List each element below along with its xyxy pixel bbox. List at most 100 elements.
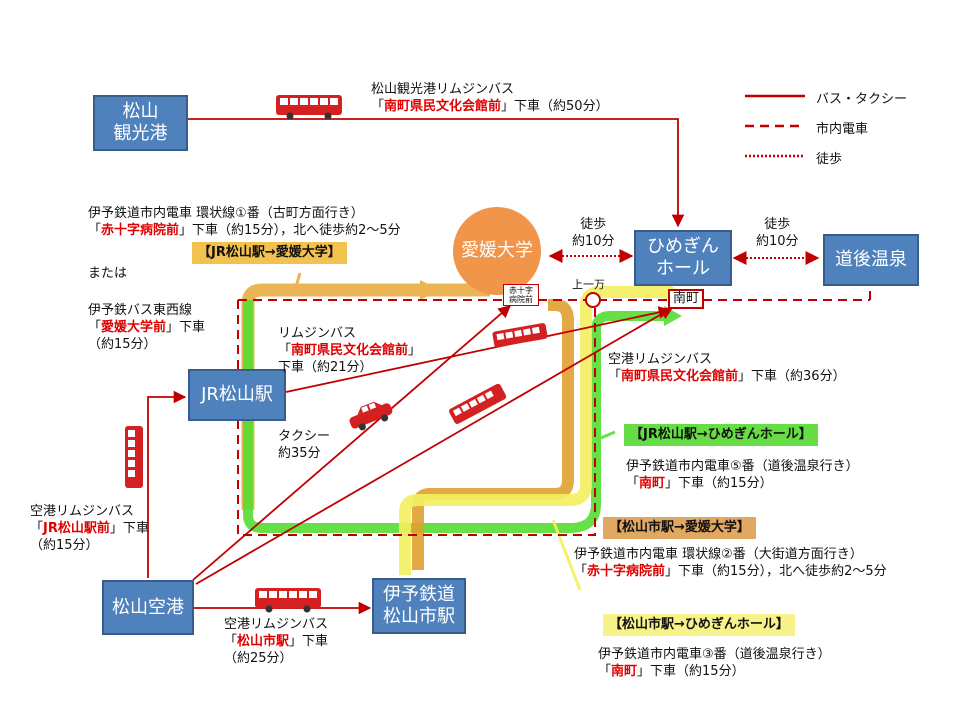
iyo-tram-hall-text: 伊予鉄道市内電車③番（道後温泉行き） 「南町」下車（約15分）: [598, 646, 831, 680]
tram-loop-dashed: [237, 286, 871, 536]
stop-name: 南町: [639, 476, 666, 491]
tag-jr-to-univ: 【JR松山駅→愛媛大学】: [192, 242, 347, 264]
route-detail: 」下車（約36分）: [738, 369, 846, 384]
bus-icon: [492, 323, 548, 348]
jr-tram-hall-line1: 伊予鉄道市内電車⑤番（道後温泉行き）: [626, 459, 859, 474]
route-jr-minamimachi: [285, 306, 672, 393]
stop-name: 南町: [611, 664, 638, 679]
node-ehime-univ: 愛媛大学: [461, 240, 533, 261]
walk-right-line2: 約10分: [756, 234, 799, 249]
jr-bus-univ-text: 伊予鉄バス東西線 「愛媛大学前」下車 （約15分）: [88, 302, 205, 353]
stop-name: 赤十字病院前: [587, 564, 666, 579]
route-port-bus-text: 松山観光港リムジンバス 「南町県民文化会館前」下車（約50分）: [371, 81, 609, 115]
walk-right-line1: 徒歩: [764, 217, 791, 232]
node-matsuyama-port: 松山 観光港: [93, 95, 188, 151]
node-iyo-matsuyama: 伊予鉄道 松山市駅: [372, 578, 466, 634]
taxi-line2: 約35分: [278, 446, 321, 461]
bus-icon: [255, 588, 321, 613]
airport-to-jr-line2: 「JR松山駅前」下車: [30, 520, 149, 537]
or-text: または: [88, 266, 128, 281]
route-detail: 」下車: [289, 634, 329, 649]
route-airport-minamimachi: [195, 307, 674, 585]
iyo-tram-univ-text: 伊予鉄道市内電車 環状線②番（大街道方面行き） 「赤十字病院前」下車（約15分）…: [574, 546, 887, 580]
bus-icon: [125, 426, 143, 488]
route-port-hall: [188, 118, 685, 228]
node-airport: 松山空港: [102, 580, 194, 635]
airport-to-iyo-line2: 「松山市駅」下車: [224, 633, 328, 650]
jr-bus-univ-line3: （約15分）: [88, 337, 157, 352]
jr-tram-univ-text: 伊予鉄道市内電車 環状線①番（古町方面行き） 「赤十字病院前」下車（約15分），…: [88, 205, 401, 239]
taxi-line1: タクシー: [278, 429, 331, 444]
route-port-bus-line2: 「南町県民文化会館前」下車（約50分）: [371, 98, 609, 115]
bracket-open: 「: [574, 564, 588, 579]
iyo-tram-univ-line1: 伊予鉄道市内電車 環状線②番（大街道方面行き）: [574, 547, 863, 562]
taxi-text: タクシー 約35分: [278, 428, 330, 462]
airport-to-iyo-text: 空港リムジンバス 「松山市駅」下車 （約25分）: [224, 616, 328, 667]
jr-bus-univ-line1: 伊予鉄バス東西線: [88, 303, 193, 318]
node-dogo-onsen: 道後温泉: [823, 234, 919, 286]
legend-tram-label: 市内電車: [816, 122, 869, 137]
route-detail: 」下車（約15分）: [637, 664, 745, 679]
taxi-icon: [349, 401, 393, 431]
bracket-open: 「: [371, 99, 385, 114]
airport-to-hall-text: 空港リムジンバス 「南町県民文化会館前」下車（約36分）: [608, 351, 846, 385]
stop-name: 愛媛大学前: [101, 320, 167, 335]
legend-walk-label: 徒歩: [816, 152, 843, 167]
airport-to-iyo-line1: 空港リムジンバス: [224, 617, 329, 632]
airport-to-jr-line1: 空港リムジンバス: [30, 504, 135, 519]
stop-name: 南町県民文化会館前: [384, 99, 502, 114]
airport-to-hall-line1: 空港リムジンバス: [608, 352, 713, 367]
route-airport-sekijuji: [192, 305, 511, 581]
airport-to-hall-line2: 「南町県民文化会館前」下車（約36分）: [608, 368, 846, 385]
route-detail: 」下車（約50分）: [501, 99, 609, 114]
walk-routes: [548, 249, 820, 265]
iyo-tram-univ-line2: 「赤十字病院前」下車（約15分），北へ徒歩約2～5分: [574, 563, 887, 580]
jr-limousine-line2: 「南町県民文化会館前」: [278, 342, 421, 359]
stop-sekijuji-line2: 病院前: [509, 295, 533, 304]
tag-iyo-to-hall: 【松山市駅→ひめぎんホール】: [603, 614, 795, 636]
node-jr-matsuyama: JR松山駅: [188, 369, 286, 421]
ehime-univ-circle: [453, 207, 541, 295]
stop-sekijuji: 赤十字 病院前: [503, 284, 539, 306]
tag-iyo-to-univ: 【松山市駅→愛媛大学】: [603, 517, 756, 539]
route-airport-jr: [147, 390, 187, 578]
jr-tram-hall-line2: 「南町」下車（約15分）: [626, 475, 859, 492]
route-detail: 」: [408, 343, 422, 358]
iyo-tram-hall-line2: 「南町」下車（約15分）: [598, 663, 831, 680]
walk-left-line2: 約10分: [572, 234, 615, 249]
route-detail: 」下車（約15分）: [665, 476, 773, 491]
stop-kamiichiman: 上一万: [572, 278, 605, 291]
bracket-open: 「: [598, 664, 612, 679]
walk-left-line1: 徒歩: [580, 217, 607, 232]
stop-name: JR松山駅前: [43, 521, 110, 536]
tag-jr-to-hall: 【JR松山駅→ひめぎんホール】: [624, 424, 818, 446]
jr-tram-hall-text: 伊予鉄道市内電車⑤番（道後温泉行き） 「南町」下車（約15分）: [626, 458, 859, 492]
walk-right-text: 徒歩 約10分: [756, 216, 799, 250]
airport-to-iyo-line3: （約25分）: [224, 651, 293, 666]
route-detail: 」下車: [166, 320, 206, 335]
jr-bus-univ-line2: 「愛媛大学前」下車: [88, 319, 205, 336]
node-himegin-hall: ひめぎん ホール: [634, 230, 732, 286]
bracket-open: 「: [608, 369, 622, 384]
jr-tram-univ-line2: 「赤十字病院前」下車（約15分），北へ徒歩約2～5分: [88, 222, 401, 239]
stop-name: 赤十字病院前: [101, 223, 180, 238]
jr-limousine-text: リムジンバス 「南町県民文化会館前」 下車（約21分）: [278, 325, 421, 376]
airport-to-jr-text: 空港リムジンバス 「JR松山駅前」下車 （約15分）: [30, 503, 149, 554]
bracket-open: 「: [88, 320, 102, 335]
stop-name: 松山市駅: [237, 634, 290, 649]
jr-tram-univ-line1: 伊予鉄道市内電車 環状線①番（古町方面行き）: [88, 206, 364, 221]
stop-name: 南町県民文化会館前: [621, 369, 739, 384]
bus-icon: [276, 95, 342, 120]
route-port-bus-line1: 松山観光港リムジンバス: [371, 82, 515, 97]
walk-left-text: 徒歩 約10分: [572, 216, 615, 250]
stop-minamimachi: 南町: [668, 289, 705, 309]
jr-limousine-line1: リムジンバス: [278, 326, 357, 341]
jr-limousine-line3: 下車（約21分）: [278, 360, 373, 375]
stop-name: 南町県民文化会館前: [291, 343, 409, 358]
bracket-open: 「: [224, 634, 238, 649]
airport-to-jr-line3: （約15分）: [30, 538, 99, 553]
legend-bus-label: バス・タクシー: [816, 92, 908, 107]
bracket-open: 「: [88, 223, 102, 238]
bracket-open: 「: [30, 521, 44, 536]
